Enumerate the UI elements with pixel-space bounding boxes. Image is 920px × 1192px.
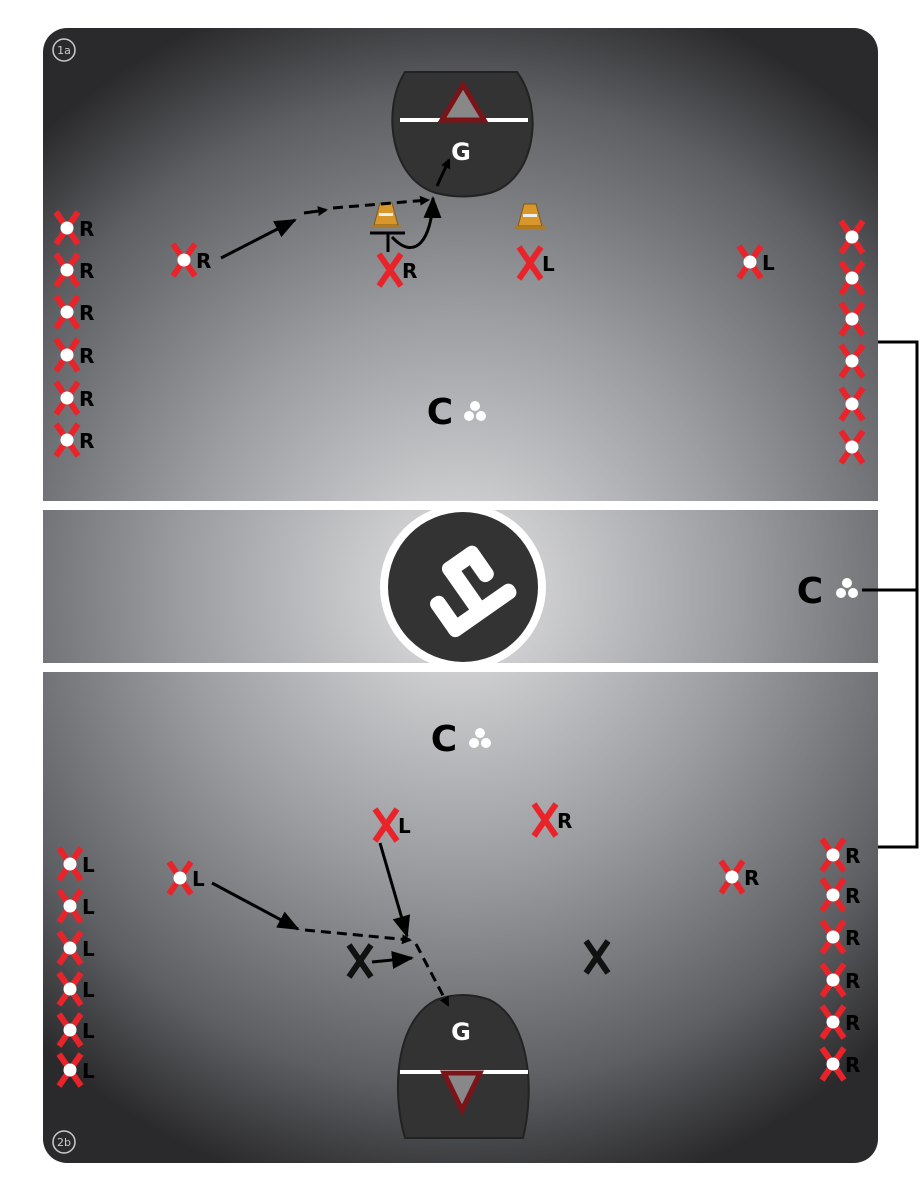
svg-text:R: R xyxy=(845,969,860,993)
svg-text:R: R xyxy=(845,1011,860,1035)
player-marker: R xyxy=(822,839,860,871)
player-marker: L xyxy=(59,1014,95,1046)
bottom-left-line: L L L L L L xyxy=(59,848,95,1086)
top-goal-crease: G xyxy=(391,71,534,198)
player-marker: L xyxy=(59,1054,95,1086)
player-marker: R xyxy=(56,339,94,371)
svg-text:C: C xyxy=(431,719,457,760)
player-marker: R xyxy=(56,424,94,456)
coach-top: C xyxy=(427,392,486,433)
svg-text:R: R xyxy=(557,809,572,833)
svg-text:R: R xyxy=(79,429,94,453)
player-marker: R xyxy=(822,879,860,911)
goalie-label: G xyxy=(451,1018,471,1046)
top-players: R R L L xyxy=(173,244,775,286)
svg-text:C: C xyxy=(427,392,453,433)
svg-text:L: L xyxy=(82,937,95,961)
player-marker: L xyxy=(59,973,95,1005)
top-left-line: R R R R R R xyxy=(56,212,94,456)
player-marker: L xyxy=(519,247,555,279)
player-marker: R xyxy=(822,964,860,996)
player-marker: R xyxy=(56,254,94,286)
player-marker: R xyxy=(173,244,211,276)
svg-text:L: L xyxy=(398,814,411,838)
player-marker: R xyxy=(56,382,94,414)
svg-text:R: R xyxy=(196,249,211,273)
svg-text:L: L xyxy=(192,867,205,891)
pick-screen-icon xyxy=(370,231,405,252)
top-drill-arrows xyxy=(220,158,451,260)
player-marker: R xyxy=(822,1048,860,1080)
svg-text:R: R xyxy=(845,926,860,950)
player-marker: L xyxy=(169,862,205,894)
svg-text:C: C xyxy=(797,571,823,612)
svg-text:R: R xyxy=(79,259,94,283)
player-marker: R xyxy=(822,921,860,953)
bottom-goal-crease: G xyxy=(396,994,530,1139)
player-marker: L xyxy=(59,848,95,880)
svg-text:L: L xyxy=(82,1059,95,1083)
player-marker: R xyxy=(534,804,572,836)
player-marker: R xyxy=(721,861,759,893)
svg-text:L: L xyxy=(82,853,95,877)
svg-text:L: L xyxy=(82,1019,95,1043)
svg-text:R: R xyxy=(79,344,94,368)
player-marker: R xyxy=(379,254,417,286)
bottom-players: L L R R xyxy=(169,804,759,894)
coach-bottom: C xyxy=(431,719,491,760)
player-marker: R xyxy=(822,1006,860,1038)
bottom-right-line: R R R R R R xyxy=(822,839,860,1080)
svg-text:L: L xyxy=(82,895,95,919)
svg-text:R: R xyxy=(79,387,94,411)
svg-text:R: R xyxy=(845,1053,860,1077)
coach-middle: C xyxy=(797,571,858,612)
goalie-label: G xyxy=(451,138,471,166)
svg-text:2b: 2b xyxy=(57,1136,71,1149)
svg-text:L: L xyxy=(762,251,775,275)
player-marker: L xyxy=(59,932,95,964)
drill-label-1a: 1a xyxy=(52,38,76,62)
player-marker: L xyxy=(59,890,95,922)
player-marker: R xyxy=(56,212,94,244)
goal-icon xyxy=(437,80,489,123)
rotation-bracket xyxy=(862,340,919,849)
player-marker: L xyxy=(739,246,775,278)
svg-text:1a: 1a xyxy=(57,44,71,57)
svg-text:R: R xyxy=(79,301,94,325)
player-marker: L xyxy=(375,809,411,841)
svg-text:R: R xyxy=(402,259,417,283)
svg-text:R: R xyxy=(845,844,860,868)
goal-icon xyxy=(440,1070,484,1116)
svg-text:L: L xyxy=(82,978,95,1002)
svg-text:R: R xyxy=(79,217,94,241)
drill-label-2b: 2b xyxy=(52,1130,76,1154)
player-marker: R xyxy=(56,296,94,328)
center-logo xyxy=(380,504,546,670)
svg-text:R: R xyxy=(744,866,759,890)
bottom-drill-arrows xyxy=(211,842,450,1007)
svg-text:R: R xyxy=(845,884,860,908)
svg-text:L: L xyxy=(542,252,555,276)
